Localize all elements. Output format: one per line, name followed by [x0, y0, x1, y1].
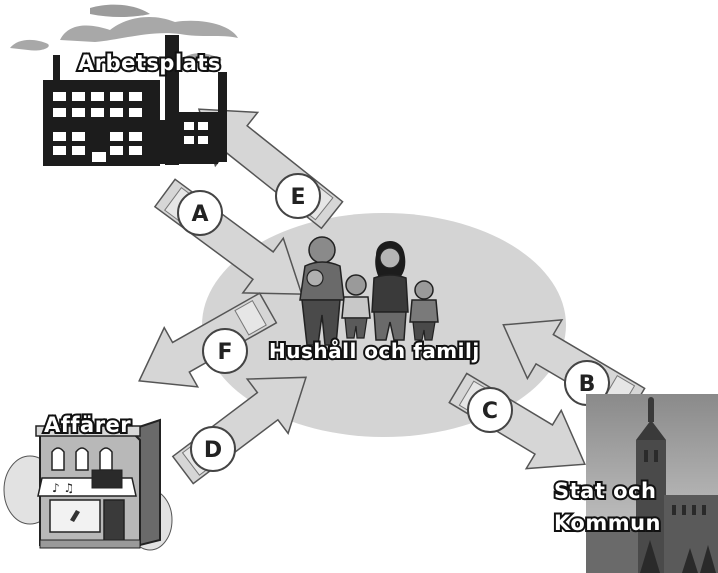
household-label: Hushåll och familj: [269, 339, 480, 363]
city-hall-photo: [586, 394, 718, 573]
arrow-label-a: A: [177, 190, 223, 236]
state-label-line2: Kommun: [554, 511, 661, 535]
family-illustration: [299, 236, 439, 346]
svg-text:B: B: [579, 372, 596, 397]
svg-text:E: E: [290, 185, 305, 210]
arrow-label-c: C: [467, 387, 513, 433]
arrow-label-e: E: [275, 173, 321, 219]
arrow-label-f: F: [202, 328, 248, 374]
arrow-label-d: D: [190, 426, 236, 472]
factory-illustration: [10, 4, 238, 166]
svg-text:D: D: [204, 438, 222, 463]
svg-text:C: C: [482, 399, 498, 424]
shop-illustration: ♪ ♫: [3, 418, 173, 551]
svg-text:F: F: [217, 340, 232, 365]
svg-text:A: A: [191, 202, 208, 227]
svg-text:♪ ♫: ♪ ♫: [52, 481, 74, 495]
shops-label: Affärer: [44, 413, 131, 437]
workplace-label: Arbetsplats: [78, 51, 221, 75]
state-label-line1: Stat och: [554, 479, 657, 503]
